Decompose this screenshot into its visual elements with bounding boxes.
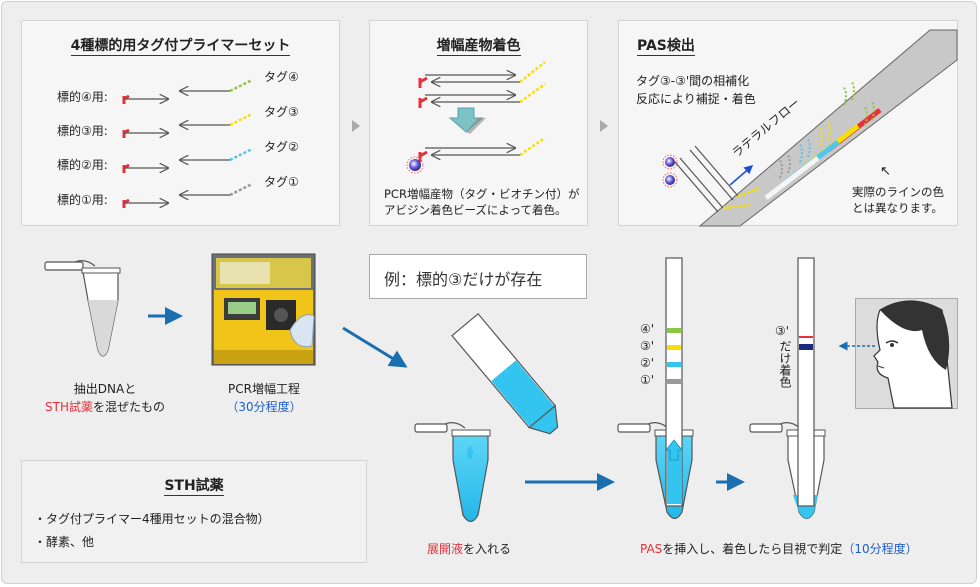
label-target-1: 標的①用: [57, 193, 108, 207]
strip-label-3: ③' [640, 339, 655, 353]
pas-strip-in-tube [617, 257, 694, 520]
arrow-to-develop [342, 326, 408, 368]
primer-row-2 [122, 147, 253, 173]
pas-strip-graphic [662, 29, 958, 227]
label-target-2: 標的②用: [57, 158, 108, 172]
panel-arrow-2 [600, 120, 608, 132]
primer-row-1 [122, 182, 253, 208]
panel-arrow-1 [352, 120, 360, 132]
label-target-4: 標的④用: [57, 90, 108, 104]
strip-label-1: ①' [640, 373, 655, 387]
amplicon-graphic [406, 61, 546, 174]
tag-3-label: タグ③ [264, 105, 299, 119]
pas-text-line2: 反応により補捉・着色 [636, 92, 756, 106]
pcr-caption-line2: （30分程度） [226, 400, 302, 414]
pas-caption: PASを挿入し、着色したら目視で判定（10分程度） [640, 542, 918, 556]
label-target-3: 標的③用: [57, 124, 108, 138]
result-label: ③' [775, 324, 790, 338]
example-box [369, 254, 587, 299]
pcr-device-image [211, 253, 316, 366]
tube-caption-line2: STH試薬を混ぜたもの [45, 400, 165, 414]
tag-1-label: タグ① [264, 175, 299, 189]
sth-reagent-panel: STH試薬 [21, 460, 367, 563]
developing-solution-pour [414, 312, 559, 523]
pas-strip-result [749, 257, 826, 520]
example-text: 例：標的③だけが存在 [384, 270, 543, 289]
pas-detection-title: PAS検出 [637, 38, 695, 56]
sample-tube [44, 260, 121, 357]
note-line2: とは異なります。 [852, 201, 943, 215]
note-line1: 実際のラインの色 [852, 185, 944, 199]
primer-rows [122, 78, 253, 208]
develop-caption: 展開液を入れる [427, 542, 512, 556]
tube-caption-line1: 抽出DNAと [73, 382, 137, 396]
primer-set-title: 4種標的用タグ付プライマーセット [70, 38, 291, 56]
amplicon-coloring-title: 増幅産物着色 [436, 38, 521, 56]
primer-row-4 [122, 78, 253, 104]
face-illustration [873, 300, 953, 409]
sth-title: STH試薬 [164, 478, 224, 496]
amplicon-caption-line1: PCR増幅産物（タグ・ビオチン付）が [384, 187, 580, 201]
result-vertical-label: だけ着色 [778, 340, 792, 388]
sth-item-2: ・酵素、他 [34, 535, 95, 549]
tag-2-label: タグ② [264, 140, 299, 154]
strip-label-4: ④' [640, 322, 655, 336]
pcr-caption-line1: PCR増幅工程 [228, 382, 300, 396]
primer-row-3 [122, 112, 253, 138]
strip-label-2: ②' [640, 356, 655, 370]
note-pointer: ↖ [880, 164, 891, 179]
amplicon-caption-line2: アビジン着色ビーズによって着色。 [384, 203, 567, 217]
tag-4-label: タグ④ [264, 70, 299, 84]
pas-text-line1: タグ③-③'間の相補化 [636, 74, 750, 88]
sth-item-1: ・タグ付プライマー4種用セットの混合物） [34, 512, 270, 526]
